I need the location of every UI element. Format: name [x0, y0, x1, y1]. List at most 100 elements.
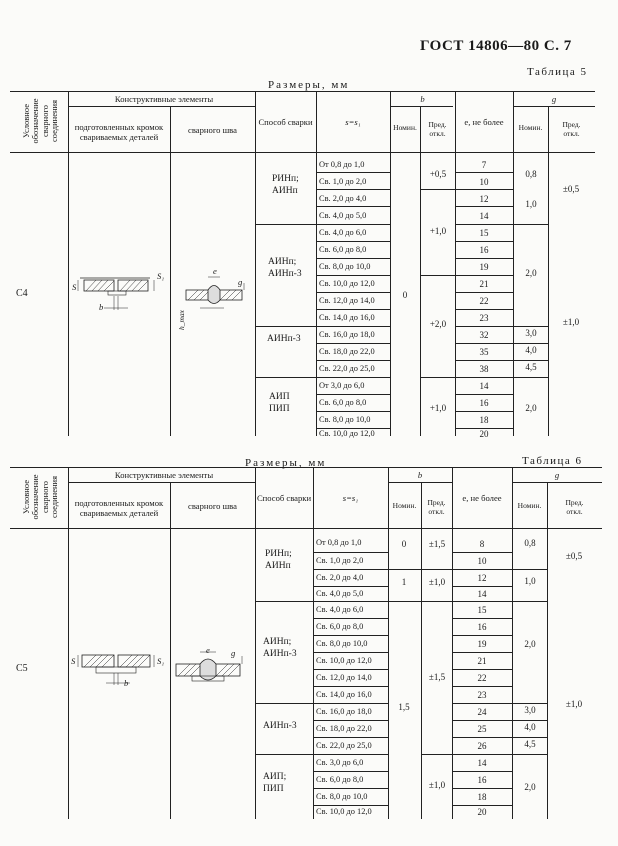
table6-header-g: g: [554, 470, 560, 480]
table6-fig-label-s: S: [71, 656, 76, 666]
table6-g-nom: 1,0: [524, 576, 536, 586]
table6-method-4: АИП;ПИП: [263, 772, 287, 794]
table6-fig-label-e: e: [206, 645, 210, 655]
table6-g-nom: 2,0: [524, 782, 536, 792]
table6-e-value: 24: [477, 707, 487, 717]
table6-header-b-tol: Пред.откл.: [427, 498, 446, 516]
table5-header-b: b: [420, 94, 425, 104]
table6-e-value: 14: [477, 589, 487, 599]
table6-g-nom: 4,0: [524, 722, 536, 732]
table5-e-value: 14: [479, 381, 489, 391]
table6-s-row: Св. 6,0 до 8,0: [316, 775, 364, 784]
table6-e-value: 22: [477, 673, 487, 683]
table6-header-g-nom: Номин.: [517, 501, 542, 510]
table6-e-value: 18: [477, 792, 487, 802]
table6-title: Размеры, мм: [245, 457, 327, 469]
table6-b-tol: ±1,0: [428, 577, 446, 587]
table6-b-tol: ±1,5: [428, 539, 446, 549]
table5-e-value: 15: [479, 228, 489, 238]
table6-s-row: От 0,8 до 1,0: [316, 538, 362, 547]
table5-s-row: Св. 18,0 до 22,0: [319, 347, 375, 356]
table6-e-value: 19: [477, 639, 487, 649]
page-header-standard: ГОСТ 14806—80 С. 7: [420, 38, 572, 54]
table6-b-nom: 0: [401, 539, 407, 549]
table5-fig-label-hmax: h_max: [177, 310, 186, 330]
table6-s-row: Св. 8,0 до 10,0: [316, 639, 368, 648]
table6-s-row: Св. 4,0 до 5,0: [316, 589, 364, 598]
table5-e-value: 10: [479, 177, 489, 187]
table5-header-s: s=s₁: [345, 117, 361, 127]
table5-g-nom: 1,0: [525, 199, 537, 209]
table6-header-elements: Конструктивные элементы: [114, 470, 214, 480]
table6-g-nom: 0,8: [524, 538, 536, 548]
table6-g-nom: 3,0: [524, 705, 536, 715]
table6-g-nom: 4,5: [524, 739, 536, 749]
table5-e-value: 22: [479, 296, 489, 306]
table6-s-row: Св. 1,0 до 2,0: [316, 556, 364, 565]
table5-label: Таблица 5: [527, 66, 588, 78]
table5-e-value: 32: [479, 330, 489, 340]
table5-title: Размеры, мм: [268, 79, 350, 91]
table6-g-tol: ±0,5: [565, 551, 583, 561]
table5-e-value: 23: [479, 313, 489, 323]
table5-e-value: 38: [479, 364, 489, 374]
table6-header-e: e, не более: [462, 493, 502, 503]
table5-s-row: Св. 6,0 до 8,0: [319, 245, 367, 254]
table5-e-value: 12: [479, 194, 489, 204]
table5-s-row: От 0,8 до 1,0: [319, 160, 365, 169]
table5-fig-label-s1: S₁: [157, 271, 165, 281]
table5-header-g: g: [551, 94, 557, 104]
table6-s-row: Св. 3,0 до 6,0: [316, 758, 364, 767]
table6-fig-label-b: b: [124, 678, 129, 688]
table5-header-elements: Конструктивные элементы: [114, 94, 214, 104]
table6-b-tol: ±1,0: [428, 780, 446, 790]
table5-s-row: От 3,0 до 6,0: [319, 381, 365, 390]
table6-e-value: 15: [477, 605, 487, 615]
table5-e-value: 19: [479, 262, 489, 272]
table6-fig-label-g: g: [231, 648, 236, 658]
table5-method-3: АИНп-3: [267, 334, 301, 344]
table5-b-tol: +2,0: [429, 319, 447, 329]
table5-b-nom: 0: [402, 290, 408, 300]
table5-fig-weld: [185, 276, 245, 309]
table5-s-row: Св. 2,0 до 4,0: [319, 194, 367, 203]
table6-g-nom: 2,0: [524, 639, 536, 649]
table5-header-b-tol: Пред.откл.: [428, 120, 447, 138]
table6-e-value: 14: [477, 758, 487, 768]
table5-header-e: e, не более: [464, 117, 504, 127]
table5-s-row: Св. 12,0 до 14,0: [319, 296, 375, 305]
table6-e-value: 21: [477, 656, 487, 666]
table5-s-row: Св. 8,0 до 10,0: [319, 415, 371, 424]
table6-joint: С5: [16, 663, 28, 674]
table5-fig-label-g: g: [238, 277, 243, 287]
table5-s-row: Св. 6,0 до 8,0: [319, 398, 367, 407]
table5-s-row: Св. 10,0 до 12,0: [319, 429, 375, 438]
table6-s-row: Св. 10,0 до 12,0: [316, 807, 372, 816]
table5-b-tol: +1,0: [429, 226, 447, 236]
table6-b-nom: 1,5: [398, 702, 410, 712]
table6-s-row: Св. 6,0 до 8,0: [316, 622, 364, 631]
table5-s-row: Св. 10,0 до 12,0: [319, 279, 375, 288]
table5-s-row: Св. 16,0 до 18,0: [319, 330, 375, 339]
table5-method-2: АИНп;АИНп-3: [268, 257, 302, 279]
table5-fig-label-e: e: [213, 266, 217, 276]
table5-g-nom: 2,0: [525, 403, 537, 413]
table6-header-weld: сварного шва: [188, 501, 237, 511]
table6-b-tol: ±1,5: [428, 672, 446, 682]
table5-g-nom: 0,8: [525, 169, 537, 179]
table6-s-row: Св. 12,0 до 14,0: [316, 673, 372, 682]
table6-e-value: 16: [477, 622, 487, 632]
table5-e-value: 7: [481, 160, 487, 170]
table5-method-1: РИНп;АИНп: [272, 174, 299, 196]
table5-header-g-tol: Пред.откл.: [562, 120, 581, 138]
table5-e-value: 20: [479, 429, 489, 439]
table6-e-value: 20: [477, 807, 487, 817]
table6-method-2: АИНп;АИНп-3: [263, 637, 297, 659]
table5-e-value: 16: [479, 398, 489, 408]
table5-g-nom: 2,0: [525, 268, 537, 278]
table6-header-g-tol: Пред.откл.: [565, 498, 584, 516]
